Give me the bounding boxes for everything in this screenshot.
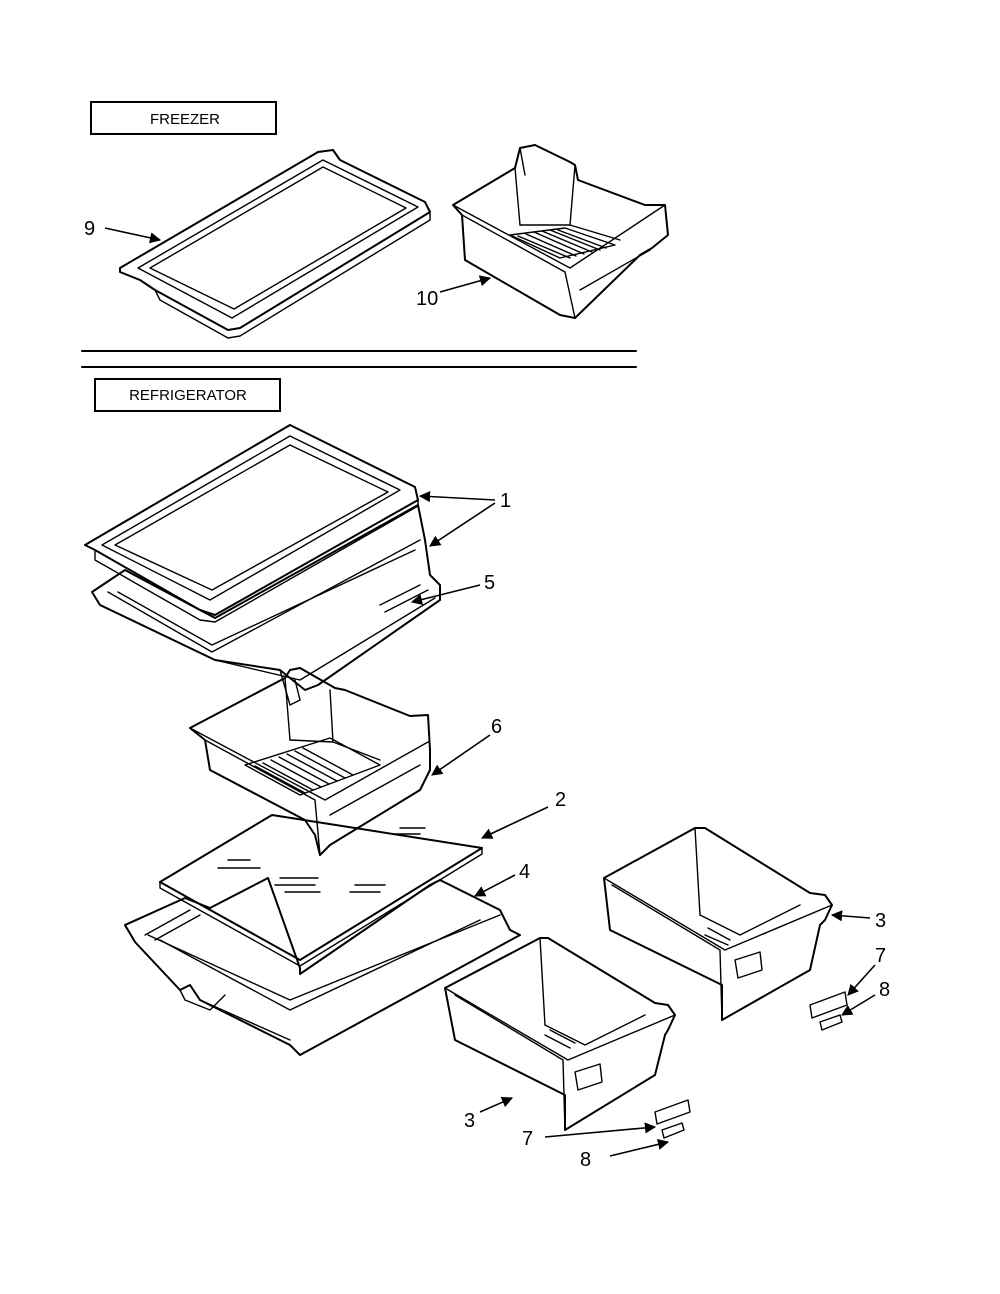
- svg-text:8: 8: [580, 1149, 591, 1171]
- callout-5: 5: [410, 572, 495, 605]
- crisper-drawer-left-part-3: [444, 937, 676, 1131]
- callout-7-left: 7: [522, 1122, 657, 1150]
- svg-text:3: 3: [875, 910, 886, 932]
- callout-8-right: 8: [841, 979, 890, 1016]
- callout-9: 9: [84, 218, 162, 244]
- crisper-cover-frame-part-4: [124, 877, 521, 1056]
- clip-left-part-8: [661, 1122, 685, 1139]
- callout-1: 1: [418, 490, 511, 547]
- clip-right-part-8: [819, 1014, 843, 1031]
- svg-text:7: 7: [875, 945, 886, 967]
- freezer-shelf-part-9: [119, 149, 431, 339]
- callout-2: 2: [480, 789, 566, 839]
- svg-text:9: 9: [84, 218, 95, 240]
- crisper-drawer-right-part-3: [603, 827, 833, 1021]
- svg-text:6: 6: [491, 716, 502, 738]
- callout-7-right: 7: [847, 945, 886, 996]
- shelf-frame-part-5: [91, 504, 441, 706]
- shelf-part-1: [84, 424, 419, 623]
- glass-panel-part-2: [159, 814, 483, 967]
- freezer-bin-part-10: [452, 144, 669, 319]
- callout-3-left: 3: [464, 1096, 514, 1132]
- callout-6: 6: [431, 716, 502, 776]
- svg-text:3: 3: [464, 1110, 475, 1132]
- callout-10: 10: [416, 275, 492, 310]
- svg-text:4: 4: [519, 861, 530, 883]
- svg-text:REFRIGERATOR: REFRIGERATOR: [129, 387, 247, 404]
- svg-text:10: 10: [416, 288, 438, 310]
- freezer-section-label: FREEZER: [90, 101, 277, 135]
- svg-text:5: 5: [484, 572, 495, 594]
- svg-text:2: 2: [555, 789, 566, 811]
- clip-left-part-7: [654, 1099, 691, 1125]
- callout-3-right: 3: [830, 910, 886, 932]
- clip-right-part-7: [809, 991, 848, 1019]
- svg-text:FREEZER: FREEZER: [150, 111, 220, 128]
- callout-8-left: 8: [580, 1138, 670, 1171]
- callout-4: 4: [474, 861, 530, 897]
- crisper-bin-part-6: [189, 667, 431, 856]
- svg-text:8: 8: [879, 979, 890, 1001]
- section-divider: [81, 350, 637, 368]
- svg-text:7: 7: [522, 1128, 533, 1150]
- svg-text:1: 1: [500, 490, 511, 512]
- refrigerator-section-label: REFRIGERATOR: [94, 378, 281, 412]
